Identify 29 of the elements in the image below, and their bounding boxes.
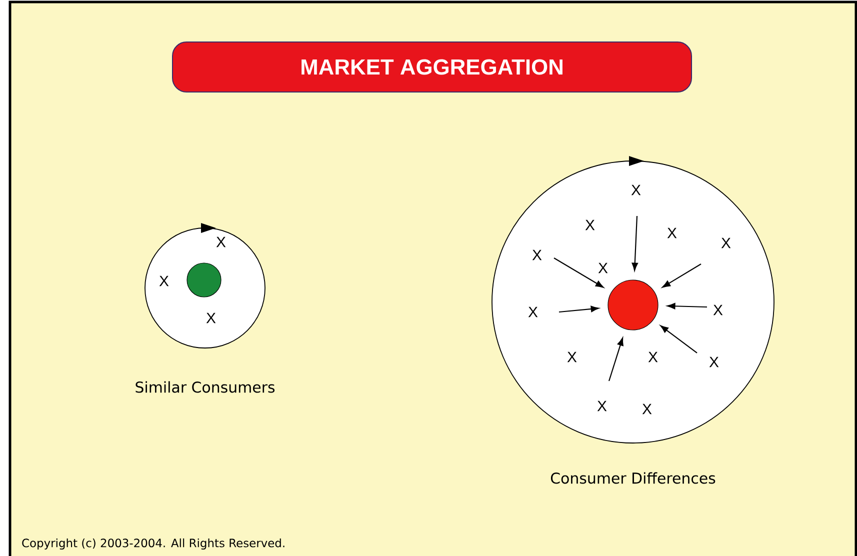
consumer-mark: X bbox=[631, 184, 641, 196]
arrow bbox=[660, 325, 698, 354]
consumer-mark: X bbox=[597, 400, 607, 412]
consumer-mark: X bbox=[598, 262, 608, 274]
circle-caption: Consumer Differences bbox=[550, 472, 716, 484]
consumer-mark: X bbox=[532, 250, 542, 260]
consumer-mark: X bbox=[585, 220, 595, 230]
arrow bbox=[554, 258, 604, 288]
arrow bbox=[667, 303, 708, 310]
circle-caption: Similar Consumers bbox=[136, 381, 275, 393]
consumer-mark: X bbox=[667, 228, 677, 238]
consumer-mark: X bbox=[567, 352, 577, 362]
center-dot bbox=[608, 280, 658, 330]
copyright-note: Copyright (c) 2003-2004. All Rights Reserved. bbox=[22, 538, 284, 550]
consumer-mark: X bbox=[528, 306, 538, 318]
consumer-mark: X bbox=[648, 352, 658, 362]
consumer-mark: X bbox=[642, 404, 652, 414]
arrow bbox=[662, 264, 702, 288]
arrow bbox=[558, 306, 599, 313]
title-banner: MARKET AGGREGATION bbox=[172, 42, 692, 92]
consumer-mark: X bbox=[721, 238, 731, 248]
consumer-mark: X bbox=[709, 356, 719, 368]
arrow bbox=[608, 338, 624, 382]
center-dot bbox=[186, 262, 222, 298]
consumer-mark: X bbox=[206, 312, 216, 324]
consumer-mark: X bbox=[216, 236, 226, 248]
consumer-mark: X bbox=[159, 276, 169, 286]
arrow bbox=[632, 216, 638, 271]
consumer-mark: X bbox=[713, 304, 723, 316]
